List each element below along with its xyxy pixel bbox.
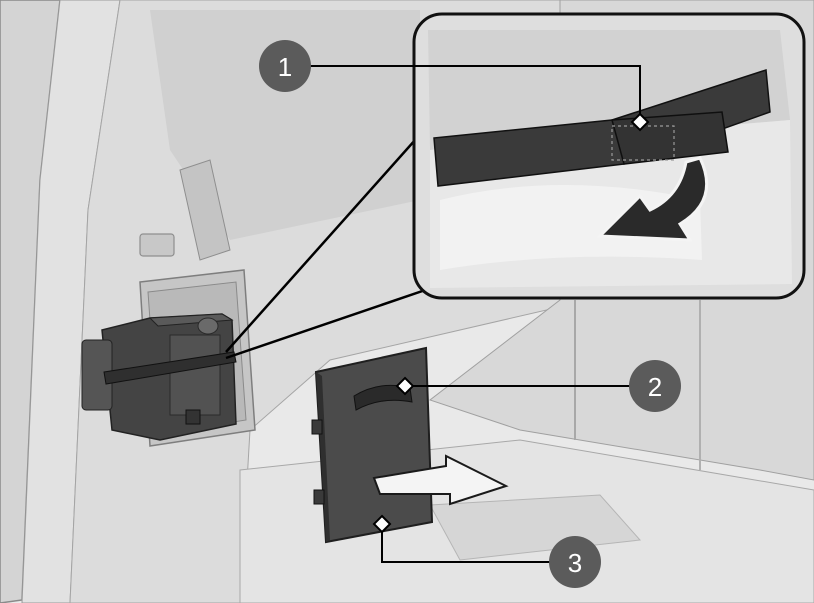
left-trim <box>21 0 121 603</box>
cover-panel <box>314 346 434 544</box>
cover-hook-bottom <box>313 489 325 505</box>
upper-panel-shade <box>150 10 420 240</box>
wall-vent <box>139 233 175 257</box>
cover-hook-top <box>311 419 323 435</box>
leader-marker-1 <box>630 112 650 132</box>
battery-top <box>148 313 234 327</box>
callout-1: 1 <box>259 40 311 92</box>
callout-3-label: 3 <box>568 548 582 578</box>
cover-edge <box>316 372 330 542</box>
battery <box>81 313 237 441</box>
release-arrow <box>596 156 709 242</box>
callout-2-label: 2 <box>648 372 662 402</box>
leader-marker-2 <box>395 376 415 396</box>
battery-terminal <box>197 317 219 335</box>
strap-buckle <box>185 409 201 425</box>
pull-arrow <box>372 454 509 506</box>
trim-bracket <box>179 159 231 261</box>
removal-arrow <box>372 454 509 506</box>
compartment-cover <box>311 346 434 544</box>
cover-grip <box>353 384 413 411</box>
leader-lines <box>300 65 650 563</box>
battery-strap <box>103 351 237 385</box>
leader-marker-3 <box>372 514 392 534</box>
callout-1-label: 1 <box>278 52 292 82</box>
inset-connector-upper <box>225 129 425 353</box>
detail-inset <box>225 12 806 360</box>
leader-line-3 <box>381 524 550 563</box>
callout-1-badge <box>259 40 311 92</box>
callout-3: 3 <box>549 536 601 588</box>
leader-line-1 <box>300 65 641 122</box>
callout-2-badge <box>629 360 681 412</box>
battery-face <box>169 334 221 416</box>
inset-connector-lower <box>225 283 441 360</box>
callout-3-badge <box>549 536 601 588</box>
callout-2: 2 <box>629 360 681 412</box>
